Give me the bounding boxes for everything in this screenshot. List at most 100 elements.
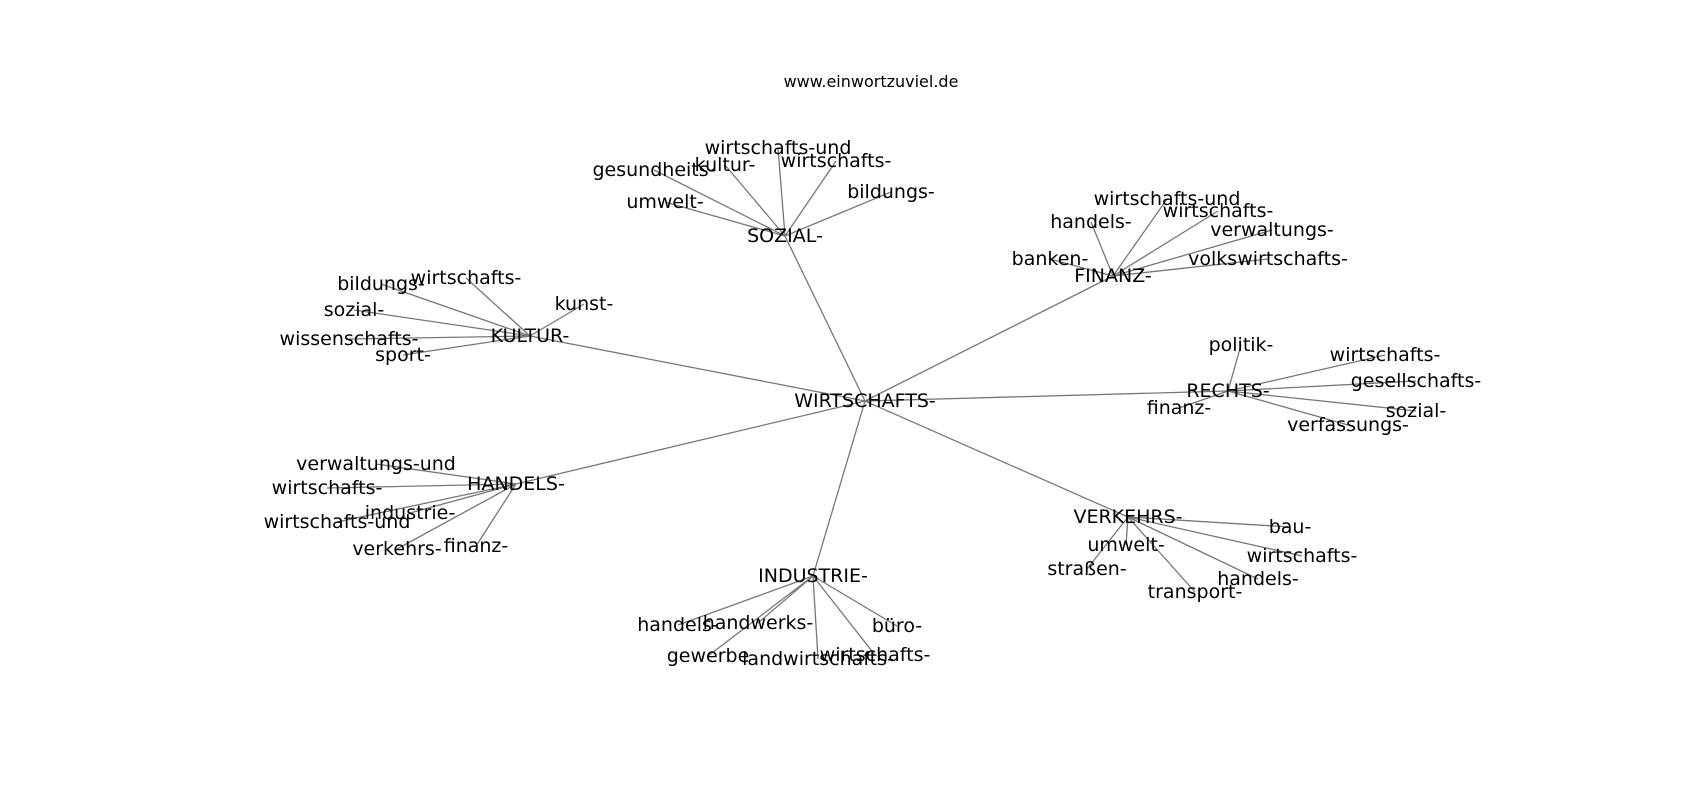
leaf-label: sport-: [375, 344, 431, 366]
edge: [1127, 516, 1196, 593]
edge: [812, 575, 898, 627]
leaf-label: verfassungs-: [1287, 414, 1409, 436]
labels: wirtschafts-undkultur-gesundheits-wirtsc…: [264, 137, 1482, 670]
leaf-label: banken-: [1012, 248, 1089, 270]
edge: [402, 335, 531, 356]
leaf-label: finanz-: [444, 535, 509, 557]
edge: [812, 400, 866, 577]
edge: [724, 164, 786, 237]
leaf-label: wirtschafts-: [1247, 545, 1358, 567]
edge: [336, 483, 517, 523]
leaf-label: wirtschafts-und: [705, 137, 852, 159]
leaf-label: gewerbe: [667, 645, 750, 667]
hub-label: HANDELS-: [467, 473, 565, 495]
leaf-label: wirtschafts-: [411, 267, 522, 289]
leaf-label: politik-: [1209, 334, 1274, 356]
edge: [1227, 380, 1417, 392]
edge: [529, 335, 866, 402]
edge: [784, 191, 892, 237]
edge: [812, 575, 876, 656]
edge: [812, 575, 819, 660]
edge: [1227, 390, 1417, 412]
edge: [1112, 258, 1269, 277]
edge: [1227, 390, 1349, 426]
leaf-label: bildungs-: [847, 181, 935, 203]
edge: [707, 575, 814, 657]
leaf-label: kunst-: [555, 293, 614, 315]
leaf-label: handels-: [637, 614, 719, 636]
edge: [864, 400, 1129, 518]
leaf-label: wirtschafts-: [781, 150, 892, 172]
leaf-label: wirtschafts-und: [1094, 188, 1241, 210]
leaf-label: bau-: [1269, 516, 1312, 538]
leaf-label: handels-: [1050, 211, 1132, 233]
edge: [677, 575, 814, 626]
edge: [1112, 198, 1168, 277]
edge: [515, 400, 866, 485]
leaf-label: sozial-: [1386, 400, 1447, 422]
leaf-label: wirtschafts-: [1330, 344, 1441, 366]
edge: [864, 390, 1229, 402]
edge: [1127, 516, 1259, 580]
edge: [1227, 344, 1242, 392]
edge: [353, 309, 531, 337]
leaf-label: umwelt-: [1087, 534, 1164, 556]
edge: [465, 277, 531, 337]
leaf-label: bildungs-: [337, 273, 425, 295]
edge: [777, 147, 786, 237]
edge: [348, 335, 531, 340]
edge: [664, 201, 786, 237]
edge: [1227, 354, 1386, 392]
edge: [1086, 516, 1129, 570]
edge: [380, 283, 531, 337]
leaf-label: verkehrs-: [352, 538, 441, 560]
edge: [1127, 516, 1291, 528]
edge: [396, 483, 517, 550]
leaf-label: wirtschafts-: [1163, 200, 1274, 222]
edges: [326, 147, 1417, 660]
edge: [375, 463, 517, 485]
leaf-label: gesundheits-: [592, 159, 715, 181]
edge: [475, 483, 517, 547]
edge: [1178, 390, 1229, 409]
leaf-label: transport-: [1148, 581, 1243, 603]
leaf-label: verwaltungs-und: [296, 453, 456, 475]
site-url: www.einwortzuviel.de: [783, 72, 959, 91]
leaf-label: umwelt-: [626, 191, 703, 213]
leaf-label: gesellschafts-: [1351, 370, 1482, 392]
edge: [326, 483, 517, 489]
leaf-label: kultur-: [695, 154, 756, 176]
hub-label: INDUSTRIE-: [758, 565, 868, 587]
hub-label: RECHTS-: [1186, 380, 1269, 402]
leaf-label: wirtschafts-: [820, 644, 931, 666]
edge: [1125, 516, 1129, 546]
edge: [1049, 258, 1114, 277]
leaf-label: finanz-: [1147, 397, 1212, 419]
leaf-label: verwaltungs-: [1210, 219, 1334, 241]
edge: [864, 275, 1114, 402]
leaf-label: volkswirtschafts-: [1188, 248, 1348, 270]
hub-label: FINANZ-: [1074, 265, 1152, 287]
edge: [784, 160, 837, 237]
leaf-label: straßen-: [1047, 558, 1126, 580]
edge: [529, 303, 585, 337]
leaf-label: industrie-: [365, 502, 455, 524]
edge: [1112, 210, 1219, 277]
hub-label: VERKEHRS-: [1073, 506, 1182, 528]
edge: [784, 235, 866, 402]
leaf-label: wissenschafts-: [280, 328, 419, 350]
edge: [1127, 516, 1303, 557]
leaf-label: landwirtschafts-: [742, 648, 894, 670]
leaf-label: sozial-: [324, 299, 385, 321]
leaf-label: handwerks-: [703, 612, 814, 634]
edge: [1090, 221, 1114, 277]
leaf-label: wirtschafts-und: [264, 511, 411, 533]
root-label: WIRTSCHAFTS-: [794, 390, 936, 412]
edge: [653, 169, 786, 237]
leaf-label: handels-: [1217, 568, 1299, 590]
hub-label: KULTUR-: [491, 325, 570, 347]
edge: [1112, 229, 1273, 277]
edge: [409, 483, 517, 514]
leaf-label: wirtschafts-: [272, 477, 383, 499]
